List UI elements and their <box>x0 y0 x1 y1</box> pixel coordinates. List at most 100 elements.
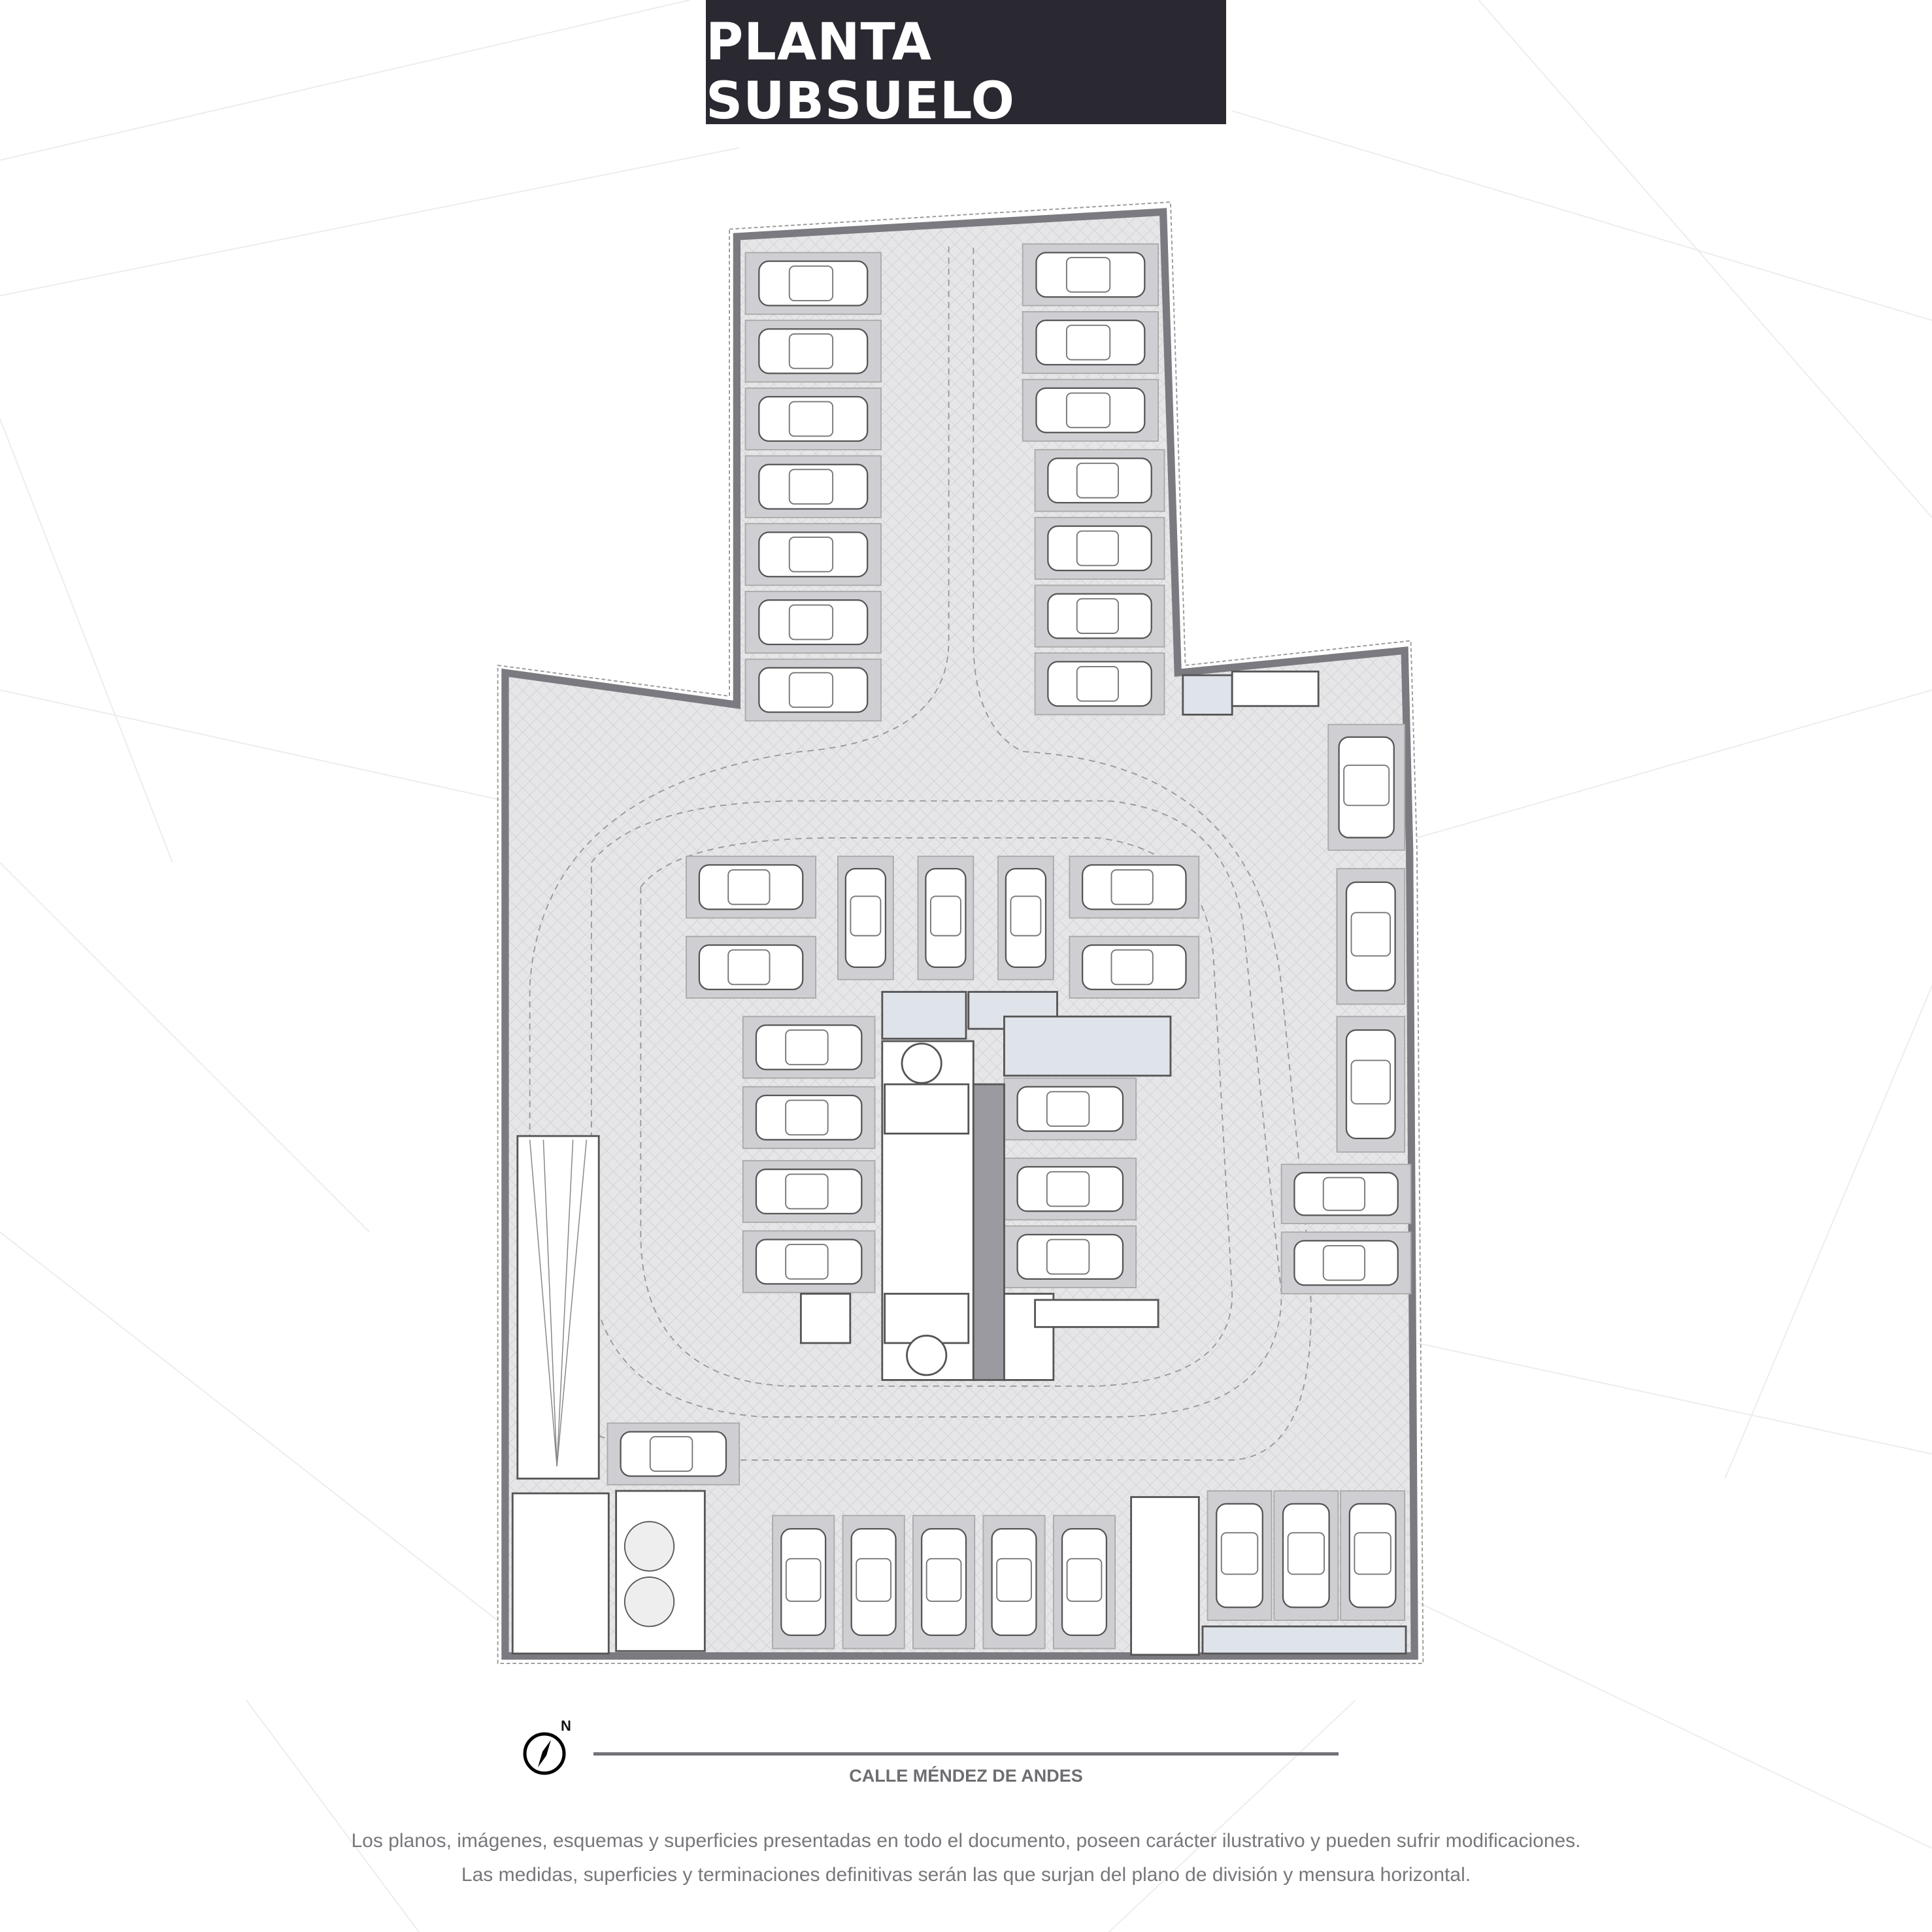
car-icon <box>758 260 869 307</box>
car-icon <box>1345 881 1396 991</box>
parking-spot <box>1340 1490 1406 1621</box>
parking-spot <box>982 1514 1046 1650</box>
parking-spot <box>1003 1225 1137 1288</box>
parking-spot <box>1280 1163 1412 1224</box>
parking-spot <box>1273 1490 1339 1621</box>
car-icon <box>758 667 869 713</box>
parking-spot <box>744 387 882 451</box>
title-banner: PLANTA SUBSUELO <box>706 0 1226 131</box>
car-windshield <box>1076 598 1119 634</box>
car-windshield <box>1076 462 1119 499</box>
parking-spot <box>742 1016 876 1079</box>
parking-spot <box>1327 724 1406 851</box>
car-windshield <box>785 1173 829 1210</box>
car-icon <box>1016 1166 1124 1212</box>
compass-icon <box>523 1732 566 1775</box>
car-windshield <box>788 537 834 573</box>
car-icon <box>1047 525 1152 571</box>
car-icon <box>1282 1503 1330 1608</box>
parking-spot <box>1207 1490 1273 1621</box>
car-windshield <box>1350 1059 1391 1105</box>
parking-spot <box>1336 1016 1406 1153</box>
driving-lanes <box>529 246 1312 1461</box>
parking-spot <box>1003 1077 1137 1141</box>
car-icon <box>1016 1233 1124 1280</box>
parking-spot <box>744 252 882 315</box>
parking-spot <box>744 320 882 383</box>
car-windshield <box>1220 1532 1259 1575</box>
parking-spot <box>1034 516 1165 580</box>
car-icon <box>1293 1172 1399 1216</box>
car-icon <box>921 1528 967 1637</box>
car-windshield <box>1065 392 1111 429</box>
car-icon <box>1035 320 1146 366</box>
parking-spot <box>997 856 1054 980</box>
parking-spot <box>1034 584 1165 648</box>
parking-spot <box>1336 868 1406 1005</box>
parking-spot <box>1052 1514 1116 1650</box>
car-icon <box>755 1024 863 1071</box>
parking-spots <box>607 243 1412 1650</box>
parking-spot <box>742 1230 876 1293</box>
car-windshield <box>1066 1557 1103 1602</box>
parking-spot <box>1034 652 1165 716</box>
car-windshield <box>788 672 834 708</box>
car-windshield <box>856 1557 891 1602</box>
parking-spot <box>686 935 816 999</box>
disclaimer-line-2: Las medidas, superficies y terminaciones… <box>461 1864 1471 1886</box>
property-boundary <box>497 201 1424 1664</box>
car-icon <box>1345 1029 1396 1140</box>
car-windshield <box>1076 530 1119 567</box>
car-windshield <box>1350 912 1391 957</box>
car-icon <box>844 867 887 969</box>
car-windshield <box>785 1244 829 1280</box>
car-icon <box>758 599 869 646</box>
parking-spot <box>744 455 882 518</box>
car-icon <box>620 1431 727 1477</box>
parking-spot <box>686 856 816 919</box>
car-windshield <box>925 1557 962 1602</box>
parking-spot <box>744 658 882 722</box>
car-icon <box>755 1239 863 1285</box>
parking-spot <box>1003 1158 1137 1221</box>
parking-spot <box>1022 243 1159 307</box>
car-windshield <box>1076 665 1119 702</box>
parking-spot <box>742 1086 876 1149</box>
car-icon <box>758 463 869 510</box>
car-icon <box>1016 1086 1124 1132</box>
car-icon <box>991 1528 1037 1637</box>
car-windshield <box>727 869 771 905</box>
street-label: CALLE MÉNDEZ DE ANDES <box>849 1766 1083 1786</box>
car-windshield <box>850 895 882 937</box>
car-windshield <box>1065 257 1111 293</box>
car-windshield <box>1343 764 1390 807</box>
parking-spot <box>1069 856 1200 919</box>
car-windshield <box>1322 1244 1366 1281</box>
parking-spot <box>1022 311 1159 375</box>
car-icon <box>1035 252 1146 298</box>
core-rooms <box>799 671 1407 1656</box>
car-icon <box>1293 1240 1399 1286</box>
car-windshield <box>1322 1176 1366 1211</box>
car-windshield <box>1010 895 1042 937</box>
car-windshield <box>785 1029 829 1065</box>
car-windshield <box>1065 324 1111 361</box>
car-icon <box>698 944 804 990</box>
parking-spot <box>837 856 894 980</box>
car-icon <box>755 1168 863 1215</box>
car-icon <box>758 531 869 578</box>
car-windshield <box>1110 949 1154 986</box>
disclaimer-line-1: Los planos, imágenes, esquemas y superfi… <box>351 1830 1581 1852</box>
car-icon <box>1005 867 1047 969</box>
car-windshield <box>1046 1091 1090 1127</box>
car-icon <box>925 867 967 969</box>
car-windshield <box>1110 869 1154 905</box>
parking-spot <box>744 590 882 654</box>
car-windshield <box>785 1557 822 1602</box>
parking-spot <box>912 1514 976 1650</box>
parking-spot <box>744 523 882 586</box>
car-windshield <box>1046 1239 1090 1275</box>
ramp <box>511 1135 706 1655</box>
